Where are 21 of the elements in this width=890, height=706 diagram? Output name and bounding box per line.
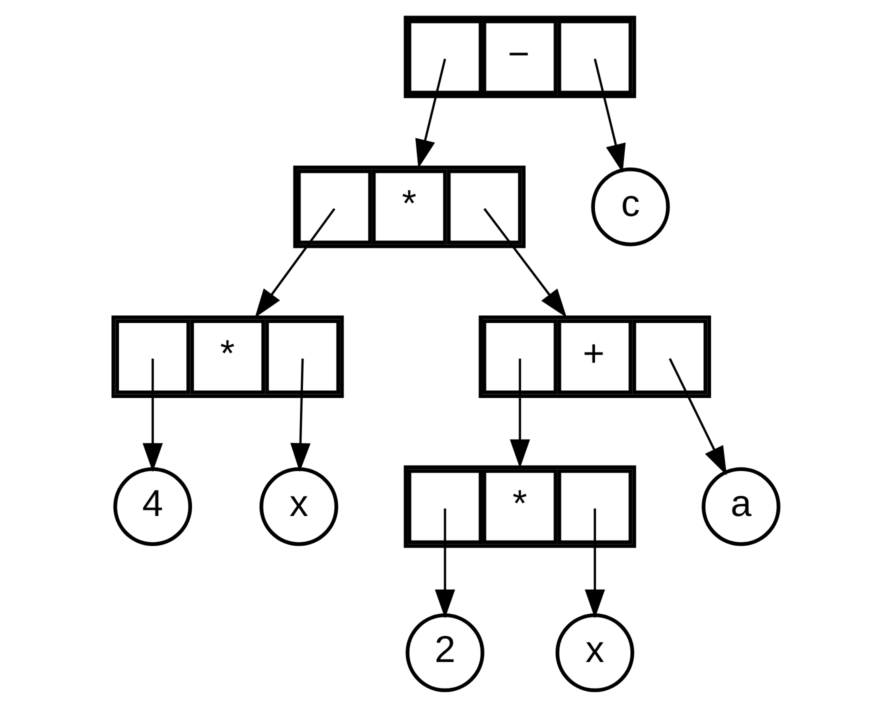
node-circle: a [702, 467, 780, 546]
node-box: + [478, 316, 712, 398]
arrow [584, 508, 605, 618]
arrow [483, 208, 567, 318]
node-circle: c [591, 168, 670, 246]
node-box: * [293, 166, 526, 248]
node-box: * [404, 465, 636, 548]
arrow [254, 208, 336, 318]
arrow [142, 358, 163, 472]
node-box: − [404, 16, 636, 98]
node-circle: x [556, 613, 634, 692]
arrow [290, 358, 311, 472]
node-circle: 4 [113, 467, 192, 546]
node-circle: 2 [406, 613, 484, 692]
node-circle: x [260, 467, 338, 546]
arrow [668, 358, 727, 476]
node-box: * [112, 316, 344, 398]
arrow [594, 58, 626, 173]
arrow [434, 508, 456, 618]
arrow [510, 358, 530, 468]
arrow [415, 58, 446, 168]
